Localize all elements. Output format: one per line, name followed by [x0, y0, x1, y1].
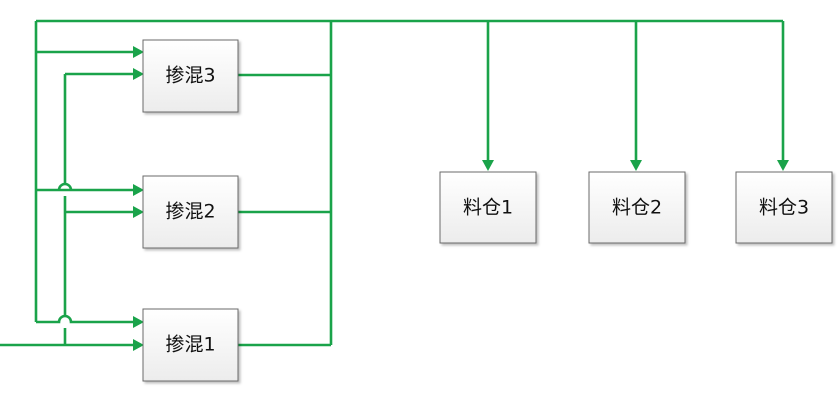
- arrowheads: [133, 46, 789, 351]
- mixer-1-rect: [142, 308, 239, 382]
- arrow-into-bin1: [482, 160, 494, 171]
- arrow-into-bin2: [630, 160, 642, 171]
- arrow-into-bin3: [777, 160, 789, 171]
- bin-1-label: 料仓1: [463, 197, 513, 219]
- pipelines: [0, 19, 785, 347]
- mixer-3-label: 掺混3: [165, 65, 215, 87]
- mixer-2-box: 掺混2: [142, 175, 239, 249]
- bin-2-label: 料仓2: [612, 197, 662, 219]
- arrow-into-mixer1-upper: [133, 316, 144, 328]
- bin-1-box: 料仓1: [439, 171, 537, 244]
- crossover-jump-mixer2: [57, 182, 73, 191]
- arrow-into-mixer2-upper: [133, 184, 144, 196]
- mixer-2-label: 掺混2: [165, 201, 215, 223]
- bin-2-rect: [588, 171, 686, 244]
- bin-3-box: 料仓3: [735, 171, 833, 244]
- arrow-into-mixer3-lower: [133, 68, 144, 80]
- mixer-3-box: 掺混3: [142, 39, 239, 113]
- bin-2-box: 料仓2: [588, 171, 686, 244]
- arrow-into-mixer3-upper: [133, 46, 144, 58]
- arrow-into-mixer1-lower: [133, 339, 144, 351]
- arrow-into-mixer2-lower: [133, 206, 144, 218]
- bin-1-rect: [439, 171, 537, 244]
- mixer-1-label: 掺混1: [165, 334, 215, 356]
- mixer-3-rect: [142, 39, 239, 113]
- mixer-2-rect: [142, 175, 239, 249]
- bin-3-rect: [735, 171, 833, 244]
- mixer-1-box: 掺混1: [142, 308, 239, 382]
- bin-3-label: 料仓3: [759, 197, 809, 219]
- feed-line-mixer1-a: [36, 314, 135, 324]
